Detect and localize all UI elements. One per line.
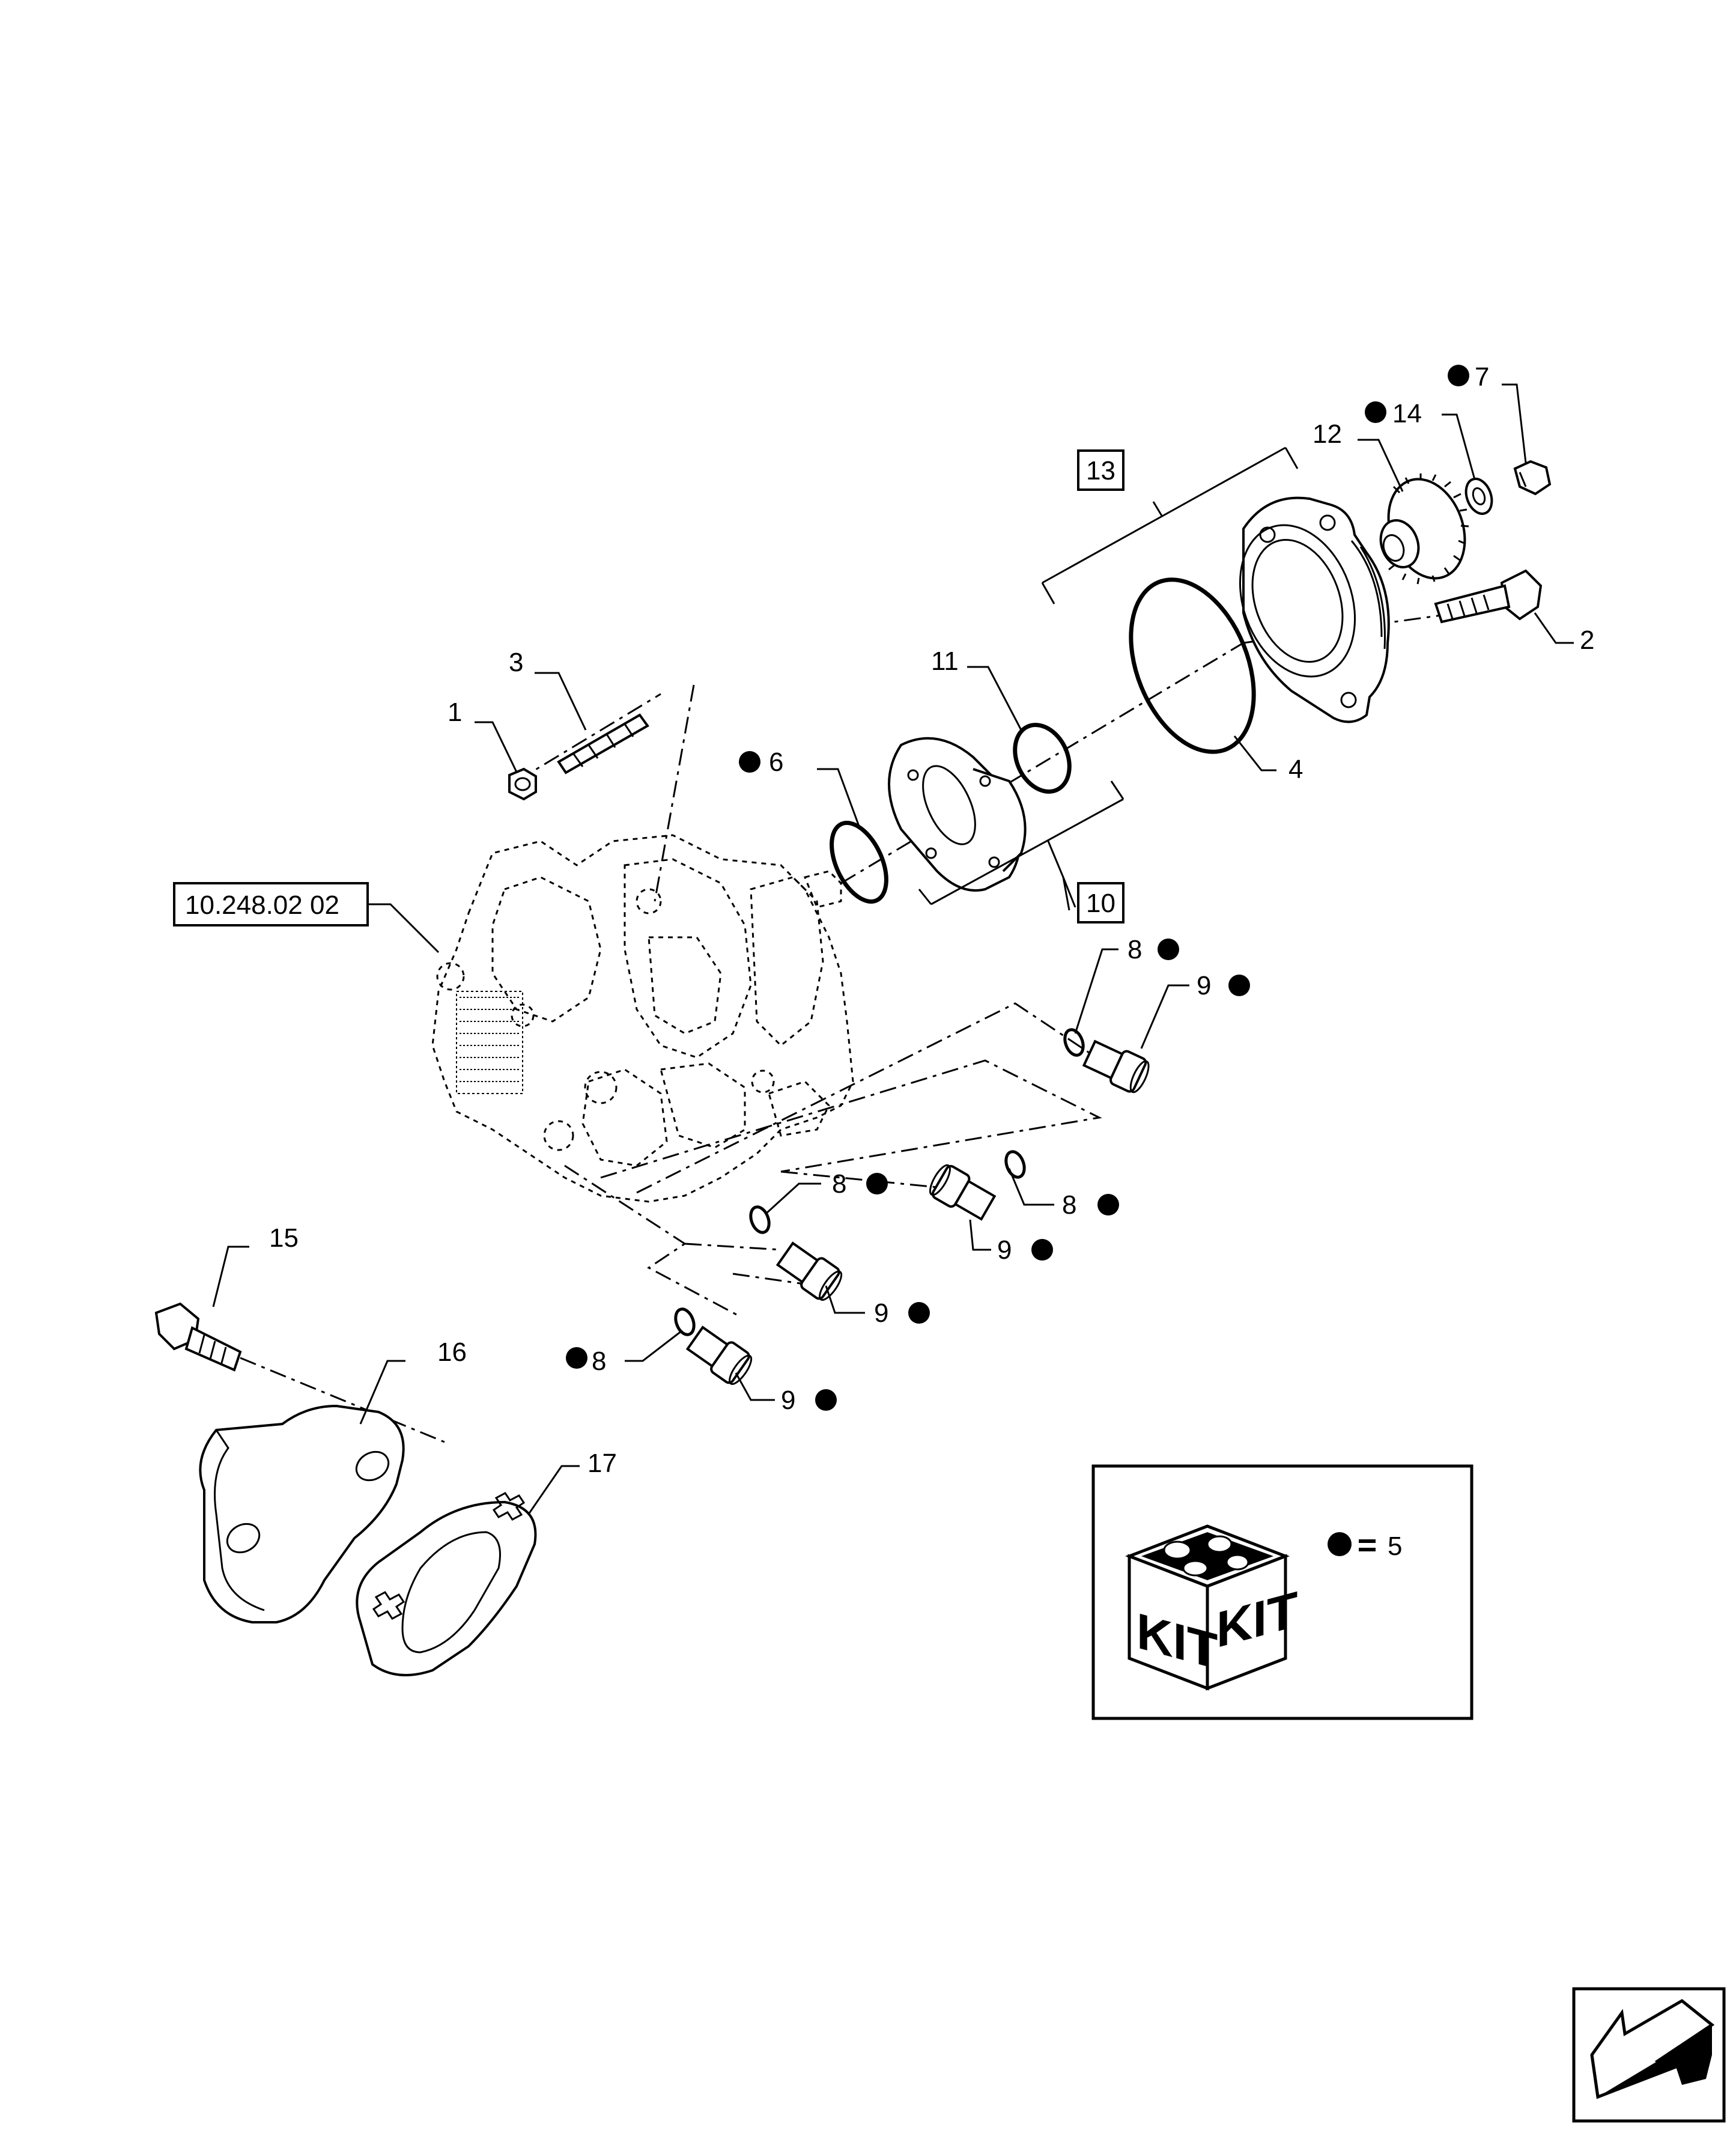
callout-9c: 9 bbox=[874, 1298, 888, 1328]
callout-6: 6 bbox=[769, 747, 783, 777]
callout-9d-dot bbox=[815, 1389, 837, 1411]
bracket-10 bbox=[918, 780, 1124, 908]
callout-15: 15 bbox=[269, 1223, 299, 1253]
part-7-nut bbox=[1513, 460, 1552, 496]
ref-box-13-label: 13 bbox=[1086, 456, 1115, 485]
leader-lines bbox=[212, 383, 1574, 1515]
callout-16: 16 bbox=[437, 1337, 467, 1367]
callout-9a: 9 bbox=[1197, 971, 1211, 1000]
callout-4: 4 bbox=[1288, 755, 1303, 784]
callout-8c-dot bbox=[1097, 1194, 1119, 1215]
callout-3: 3 bbox=[509, 648, 523, 677]
callout-9a-dot bbox=[1228, 975, 1250, 996]
callout-9d: 9 bbox=[781, 1386, 795, 1415]
part-13-housing bbox=[1239, 496, 1390, 723]
part-14-washer bbox=[1464, 477, 1493, 516]
part-12-gear bbox=[1379, 473, 1469, 585]
callout-11: 11 bbox=[931, 647, 959, 676]
callout-6-dot bbox=[739, 751, 760, 773]
callout-2: 2 bbox=[1580, 625, 1594, 655]
callout-8d-dot bbox=[566, 1347, 587, 1369]
callout-14: 14 bbox=[1392, 399, 1422, 428]
part-6-o-ring bbox=[830, 821, 888, 904]
kit-legend: KIT KIT 5 bbox=[1091, 1464, 1473, 1720]
ref-box-pump-page-label: 10.248.02 02 bbox=[185, 890, 339, 920]
part-3-stud bbox=[557, 713, 649, 774]
callout-8a: 8 bbox=[1127, 935, 1142, 964]
ref-box-13[interactable]: 13 bbox=[1077, 449, 1124, 491]
injection-pump-body bbox=[431, 834, 854, 1203]
callout-8c: 8 bbox=[1062, 1190, 1076, 1220]
callout-1: 1 bbox=[448, 698, 462, 727]
callout-8d: 8 bbox=[592, 1346, 606, 1376]
callout-12: 12 bbox=[1313, 419, 1342, 449]
callout-8a-dot bbox=[1158, 939, 1179, 960]
equals-sign-bottom bbox=[1359, 1548, 1376, 1551]
bracket-13 bbox=[1041, 446, 1299, 604]
part-15-bolt bbox=[154, 1302, 242, 1372]
part-1-nut bbox=[508, 767, 537, 801]
ref-box-10[interactable]: 10 bbox=[1077, 882, 1124, 923]
assembly-centerlines bbox=[240, 606, 1502, 1443]
equals-sign-top bbox=[1359, 1539, 1376, 1543]
callout-9b-dot bbox=[1031, 1239, 1053, 1261]
kit-legend-dot bbox=[1328, 1532, 1352, 1556]
part-17-gasket bbox=[356, 1492, 537, 1676]
kit-box-icon: KIT KIT bbox=[1125, 1524, 1297, 1691]
part-10-flange bbox=[888, 737, 1027, 892]
part-4-o-ring bbox=[1129, 577, 1256, 754]
part-9-plugs bbox=[685, 1039, 1150, 1385]
callout-8b: 8 bbox=[832, 1169, 846, 1199]
callout-8b-dot bbox=[866, 1173, 888, 1194]
part-11-o-ring bbox=[1013, 723, 1072, 794]
part-8-o-rings bbox=[674, 1028, 1085, 1336]
navigation-arrow-icon[interactable] bbox=[1572, 1987, 1726, 2123]
callout-14-dot bbox=[1365, 401, 1386, 423]
ref-box-10-label: 10 bbox=[1086, 889, 1115, 918]
callout-9b: 9 bbox=[997, 1235, 1012, 1265]
callout-7-dot bbox=[1448, 365, 1469, 386]
callout-7: 7 bbox=[1475, 362, 1489, 392]
part-2-bolt bbox=[1434, 569, 1543, 624]
callout-9c-dot bbox=[908, 1302, 930, 1324]
part-16-cover-plate bbox=[199, 1404, 405, 1623]
callout-17: 17 bbox=[587, 1449, 617, 1478]
ref-box-pump-page[interactable]: 10.248.02 02 bbox=[173, 882, 369, 926]
kit-legend-value: 5 bbox=[1388, 1532, 1402, 1561]
